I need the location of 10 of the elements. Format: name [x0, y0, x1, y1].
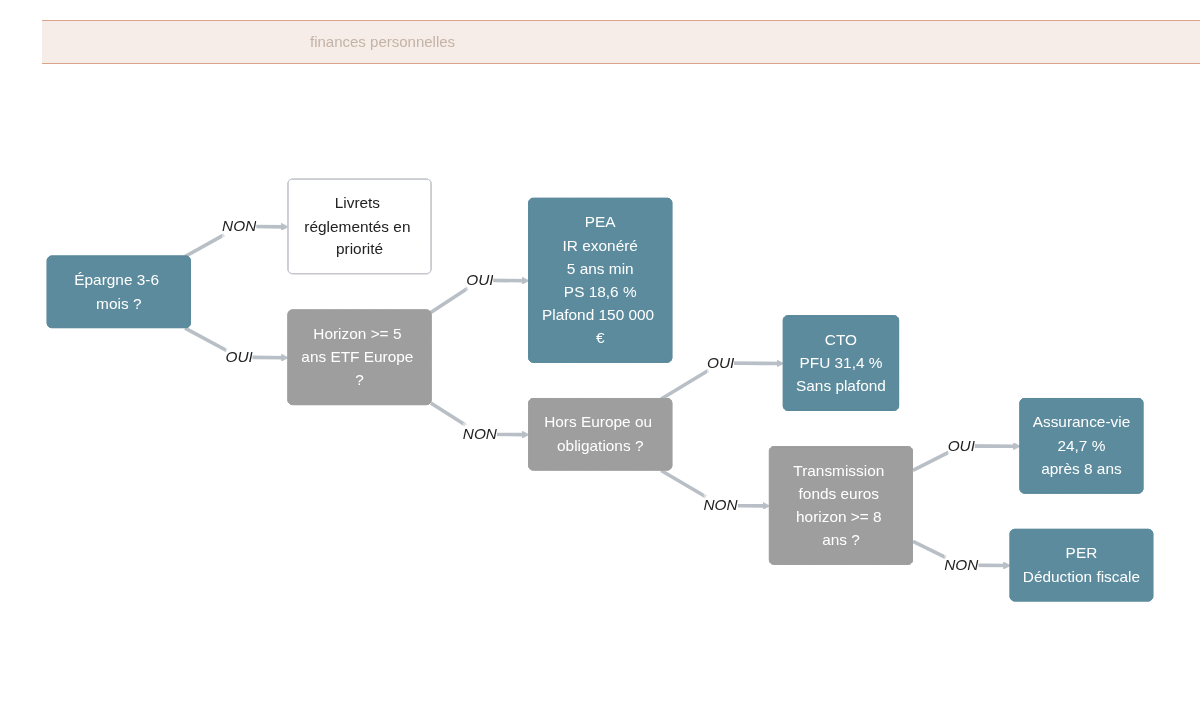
tagline-text: finances personnelles: [310, 33, 456, 50]
edge-label: NON: [222, 217, 257, 235]
flowchart: NON OUI OUI NON OUI NON OUI NON Épargne 3-6 mois ? Livrets réglementés en priorité Horizon >= 5 ans ETF Europe ? PEA IR exonéré 5 ans min PS 18,6 % Plafond 150 000 € Hors Europe ou obligations ? CTO PFU 31,4 % Sans plafond Transmission fonds euros horizon >= 8 ans ? Assurance-vie 24,7 % après 8 ans PER Déduction fiscale: [40, 110, 1160, 670]
edge-label: OUI: [706, 354, 735, 372]
edge-label: OUI: [466, 271, 494, 289]
edge-label: NON: [944, 556, 979, 574]
edge-label: NON: [703, 496, 738, 514]
edge-label: NON: [462, 425, 497, 443]
edge-label: OUI: [947, 436, 976, 455]
edge-label: OUI: [225, 348, 253, 366]
